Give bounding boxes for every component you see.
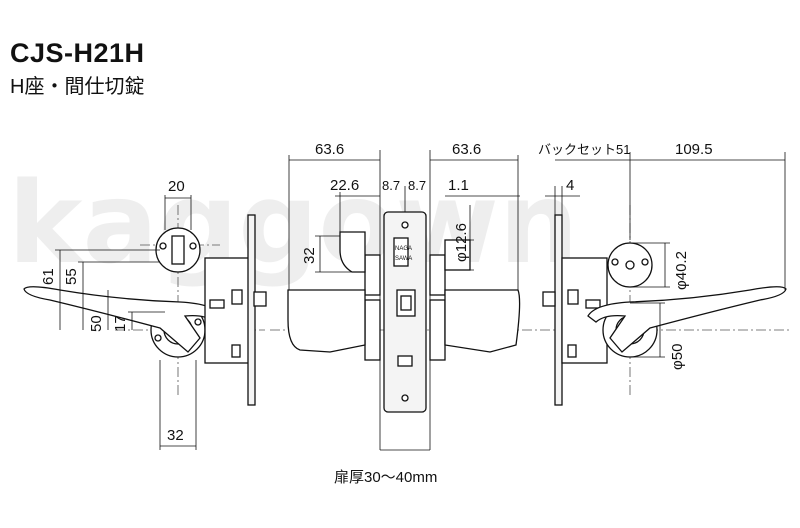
thumbturn — [171, 235, 185, 265]
dim-109-5: 109.5 — [675, 141, 713, 158]
dim-22-6: 22.6 — [330, 177, 359, 194]
thumbturn-side — [339, 231, 366, 273]
dim-50: 50 — [88, 315, 105, 332]
door-thickness-label: 扉厚30〜40mm — [334, 469, 437, 486]
dim-4: 4 — [566, 177, 574, 194]
front-plate-right — [554, 214, 563, 406]
front-plate — [247, 214, 256, 406]
dim-61: 61 — [40, 268, 57, 285]
dim-55: 55 — [63, 268, 80, 285]
dim-32-bottom: 32 — [167, 427, 184, 444]
lever-side-left — [287, 289, 366, 353]
watermark: kaggown — [8, 159, 579, 289]
brand-tag — [393, 237, 409, 267]
dim-1-1: 1.1 — [448, 177, 469, 194]
brand-line2: SAWA — [395, 256, 412, 262]
latch-case — [204, 257, 251, 364]
dim-20: 20 — [168, 178, 185, 195]
dim-phi-50: φ50 — [669, 344, 686, 370]
dim-8-7-a: 8.7 — [382, 178, 400, 193]
model-description: H座・間仕切錠 — [10, 76, 145, 98]
backset-label: バックセット51 — [538, 142, 630, 157]
right-view: 4 バックセット51 109.5 φ40.2 φ50 — [538, 141, 790, 406]
left-view: 20 61 55 50 17 32 — [23, 178, 267, 450]
lever-side-right — [444, 289, 521, 353]
brand-line1: NAGA — [395, 246, 412, 252]
release-slot — [625, 260, 635, 270]
dim-phi-40-2: φ40.2 — [673, 251, 690, 290]
center-view: NAGA SAWA 63.6 22.6 8.7 8.7 32 — [270, 141, 540, 486]
dim-32-mid: 32 — [301, 247, 318, 264]
dim-8-7-b: 8.7 — [408, 178, 426, 193]
dim-63-6-left: 63.6 — [315, 141, 344, 158]
model-title: CJS-H21H — [10, 38, 145, 68]
dim-17: 17 — [112, 315, 129, 332]
dim-63-6-right: 63.6 — [452, 141, 481, 158]
dim-phi-12-6: φ12.6 — [453, 223, 470, 262]
